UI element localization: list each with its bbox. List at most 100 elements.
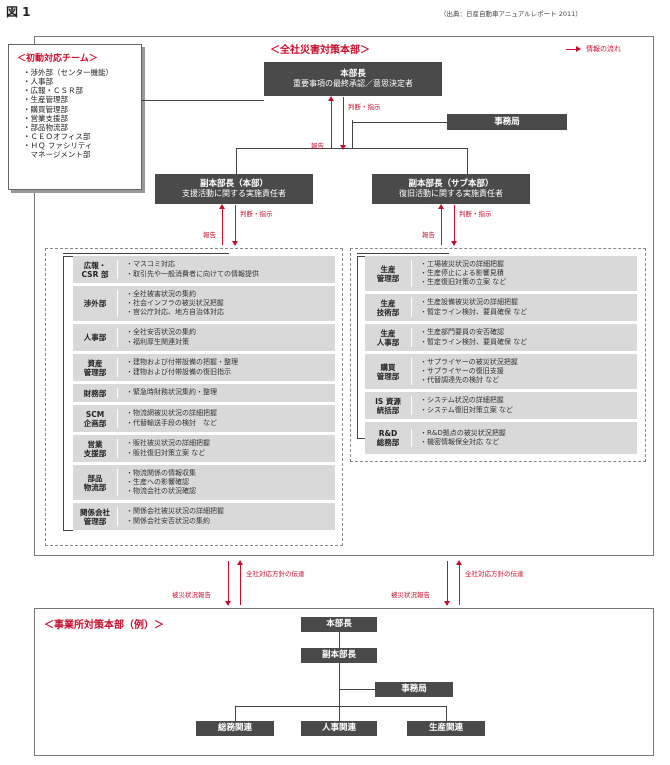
dept-duties: ・物流関係の情報収集・生産への影響確認・物流会社の状況確認 <box>117 468 196 497</box>
connector <box>236 148 237 174</box>
dept-label: 関係会社管理部 <box>73 508 117 526</box>
dept-duty-item: ・サプライヤーの復旧支援 <box>420 366 504 375</box>
legend: 情報の流れ <box>566 44 621 54</box>
arrow-up-icon <box>456 560 462 605</box>
deputy-sub-name: 副本部長（サブ本部） <box>408 178 494 189</box>
arrow-down-icon <box>451 205 457 246</box>
connector <box>352 120 353 148</box>
dept-label-line: 支援部 <box>83 448 107 458</box>
dept-duty-item: ・代替調達先の検討 など <box>420 376 500 385</box>
dept-duty-item: ・取引先や一般消費者に向けての情報提供 <box>126 269 259 278</box>
dept-duty-item: ・マスコミ対応 <box>126 260 175 269</box>
initial-team-item: ・人事部 <box>23 77 53 87</box>
connector <box>446 706 447 721</box>
hq-secretariat-box: 事務局 <box>447 114 567 130</box>
deputy-main-report-label: 報告 <box>203 231 216 239</box>
site-secretariat-label: 事務局 <box>401 684 427 695</box>
dept-label: IS 資源統括部 <box>365 397 411 415</box>
dept-label-line: 資産 <box>87 358 103 368</box>
dept-duties: ・販社被災状況の詳細把握・販社復旧対策立案 など <box>117 439 210 458</box>
connector <box>235 706 447 707</box>
dept-duty-item: ・生産停止による影響見積 <box>420 268 504 277</box>
dept-label-line: 生産 <box>380 298 396 308</box>
dept-label-line: 財務部 <box>83 388 107 398</box>
dept-label-line: 営業 <box>87 439 103 449</box>
dept-duty-item: ・代替輸送手段の検討 など <box>126 418 217 427</box>
arrow-up-icon <box>328 96 334 149</box>
deputy-main-name: 副本部長（本部） <box>199 178 268 189</box>
arrow-right-icon <box>566 45 581 52</box>
initial-team-list: ・渉外部（センター機能）・人事部・広報・ＣＳＲ部・生産管理部・購買管理部・営業支… <box>23 68 141 159</box>
dept-label: 生産人事部 <box>365 329 411 347</box>
connector <box>357 256 358 438</box>
arrow-down-icon <box>232 205 238 246</box>
site-dept-hr-label: 人事関連 <box>321 723 356 734</box>
dept-duties: ・システム状況の詳細把握・システム復旧対策立案 など <box>411 396 514 415</box>
dept-label-line: 購買 <box>380 362 396 372</box>
connector <box>142 100 264 101</box>
initial-team-item: ・渉外部（センター機能） <box>23 68 113 77</box>
initial-team-item: ・ＨＱ ファシリティ <box>23 141 93 151</box>
dept-label-line: 人事部 <box>83 333 107 342</box>
site-dept-general-label: 総務関連 <box>217 723 252 734</box>
site-chief-box: 本部長 <box>301 617 377 632</box>
right-damage-label: 被災状況報告 <box>391 591 430 599</box>
connector <box>63 530 73 531</box>
source-note: （出典：日産自動車アニュアルレポート 2011） <box>440 10 582 18</box>
dept-duty-item: ・関係会社被災状況の詳細把握 <box>126 507 224 516</box>
dept-duty-item: ・福利厚生関連対策 <box>126 337 189 346</box>
initial-team-item: ・購買管理部 <box>23 104 68 114</box>
dept-duty-item: ・物流関係の情報収集 <box>126 468 196 477</box>
dept-row: 渉外部・全社被害状況の集約・社会インフラの被災状況把握・官公庁対応、地方自治体対… <box>73 286 335 321</box>
hq-report-label: 報告 <box>311 142 324 150</box>
dept-row: 生産技術部・生産設備被災状況の詳細把握・暫定ライン検討、要員確保 など <box>365 294 637 321</box>
deputy-main-judge-label: 判断・指示 <box>240 210 273 218</box>
dept-duty-item: ・生産部門要員の安否確認 <box>420 328 504 337</box>
figure-label: 図 1 <box>6 5 31 19</box>
connector <box>352 122 447 123</box>
connector <box>339 689 375 690</box>
dept-label-line: 管理部 <box>83 516 107 526</box>
dept-duty-item: ・生産設備被災状況の詳細把握 <box>420 298 518 307</box>
dept-duty-item: ・緊急時財務状況集約・整理 <box>126 388 217 397</box>
arrow-up-icon <box>219 204 225 245</box>
dept-label: 生産技術部 <box>365 299 411 317</box>
initial-team-box: ＜初動対応チーム＞ ・渉外部（センター機能）・人事部・広報・ＣＳＲ部・生産管理部… <box>8 44 142 190</box>
initial-team-item: マネージメント部 <box>23 150 91 160</box>
dept-row: 人事部 ・全社安否状況の集約・福利厚生関連対策 <box>73 324 335 351</box>
dept-label-line: 生産 <box>380 264 396 274</box>
dept-label-line: 企画部 <box>83 418 107 428</box>
initial-team-item: ・部品物流部 <box>23 122 68 132</box>
deputy-sub-report-label: 報告 <box>422 231 435 239</box>
dept-label-line: SCM <box>85 409 105 419</box>
connector <box>357 256 365 257</box>
arrow-up-icon <box>438 204 444 245</box>
connector <box>236 148 468 149</box>
dept-duties: ・物流網被災状況の詳細把握・代替輸送手段の検討 など <box>117 409 217 428</box>
left-dept-group <box>45 248 343 546</box>
dept-duties: ・生産部門要員の安否確認・暫定ライン検討、要員確保 など <box>411 328 527 347</box>
dept-duties: ・R&D拠点の被災状況把握・機密情報保全対応 など <box>411 428 506 448</box>
dept-label-line: 管理部 <box>376 273 400 283</box>
dept-duty-item: ・システム復旧対策立案 など <box>420 405 514 414</box>
connector <box>467 148 468 174</box>
dept-duty-item: ・全社安否状況の集約 <box>126 328 196 337</box>
dept-label-line: 統括部 <box>376 405 400 415</box>
dept-label-line: 技術部 <box>376 307 400 317</box>
hq-secretariat-label: 事務局 <box>494 116 520 127</box>
connector <box>357 438 365 439</box>
dept-duties: ・マスコミ対応・取引先や一般消費者に向けての情報提供 <box>117 260 259 279</box>
hq-chief-role: 重要事項の最終承認／意思決定者 <box>293 79 413 89</box>
dept-duty-item: ・官公庁対応、地方自治体対応 <box>126 308 224 317</box>
dept-duties: ・全社被害状況の集約・社会インフラの被災状況把握・官公庁対応、地方自治体対応 <box>117 289 224 318</box>
dept-duties: ・生産設備被災状況の詳細把握・暫定ライン検討、要員確保 など <box>411 298 527 317</box>
dept-label-line: 広報・ <box>83 260 107 270</box>
site-dept-general-box: 総務関連 <box>196 721 274 736</box>
dept-label-line: 部品 <box>87 473 103 483</box>
dept-row: 財務部 ・緊急時財務状況集約・整理 <box>73 384 335 402</box>
hq-judge-label: 判断・指示 <box>348 103 381 111</box>
dept-label-line: 物流部 <box>83 482 107 492</box>
dept-duty-item: ・販社被災状況の詳細把握 <box>126 439 210 448</box>
